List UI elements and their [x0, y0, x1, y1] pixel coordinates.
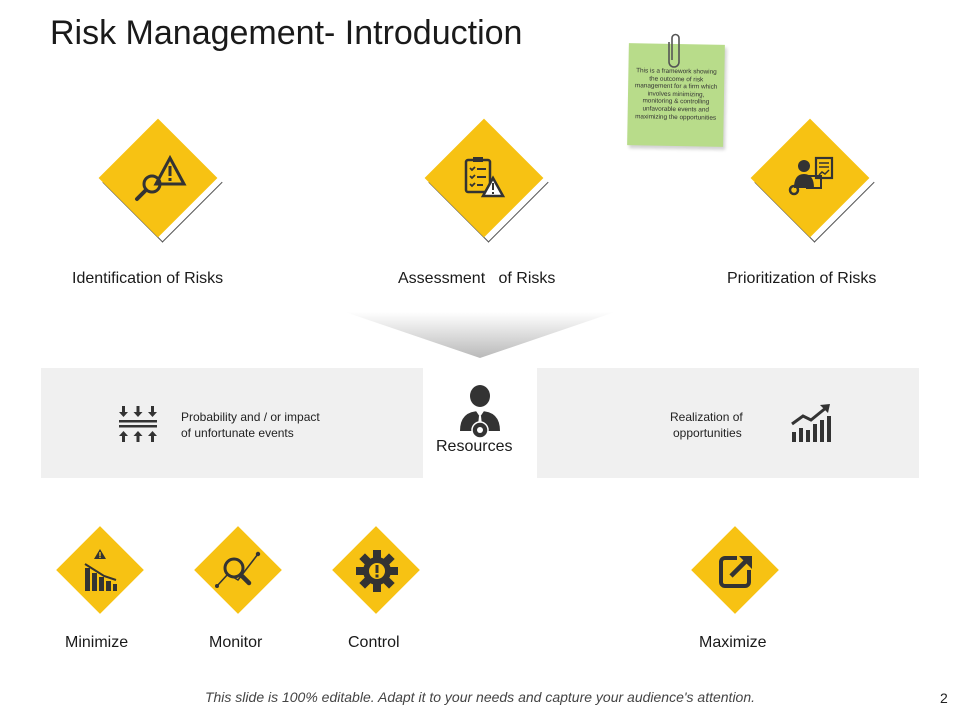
- right-box-text-line1: Realization of: [670, 410, 743, 424]
- sticky-note-text: This is a framework showing the outcome …: [634, 67, 718, 122]
- gear-warning-icon: [356, 550, 398, 592]
- prioritization-label: Prioritization of Risks: [727, 270, 877, 287]
- right-box: [537, 368, 919, 478]
- identification-diamond: [98, 118, 230, 250]
- control-label: Control: [348, 634, 400, 651]
- page-title: Risk Management- Introduction: [50, 14, 523, 52]
- monitor-label: Monitor: [209, 634, 263, 651]
- resources-label: Resources: [436, 438, 513, 455]
- prioritization-diamond: [750, 118, 882, 250]
- monitor-diamond: [194, 526, 284, 616]
- maximize-diamond: [691, 526, 781, 616]
- magnifier-graph-icon: [215, 551, 261, 588]
- footer-text: This slide is 100% editable. Adapt it to…: [204, 689, 756, 705]
- assessment-label: Assessment of Risks: [398, 270, 556, 287]
- paperclip-icon: [668, 33, 680, 68]
- compress-arrows-icon: [119, 406, 157, 442]
- person-chart-icon: [788, 156, 834, 196]
- declining-chart-warning-icon: [84, 549, 117, 591]
- minimize-label: Minimize: [65, 634, 129, 651]
- funnel-arrow: [345, 312, 615, 358]
- right-box-text-line2: opportunities: [673, 426, 742, 440]
- growth-chart-icon: [791, 404, 831, 442]
- page-number: 2: [940, 690, 948, 706]
- left-box-text-line2: of unfortunate events: [181, 426, 294, 440]
- assessment-diamond: [424, 118, 556, 250]
- identification-label: Identification of Risks: [72, 270, 224, 287]
- checklist-warning-icon: [464, 157, 506, 198]
- control-diamond: [332, 526, 422, 616]
- search-warning-icon: [135, 154, 187, 201]
- maximize-label: Maximize: [699, 634, 767, 651]
- left-box: [41, 368, 423, 478]
- minimize-diamond: [56, 526, 146, 616]
- expand-arrow-icon: [719, 554, 753, 588]
- businessman-gear-icon: [460, 385, 500, 439]
- left-box-text-line1: Probability and / or impact: [181, 410, 320, 424]
